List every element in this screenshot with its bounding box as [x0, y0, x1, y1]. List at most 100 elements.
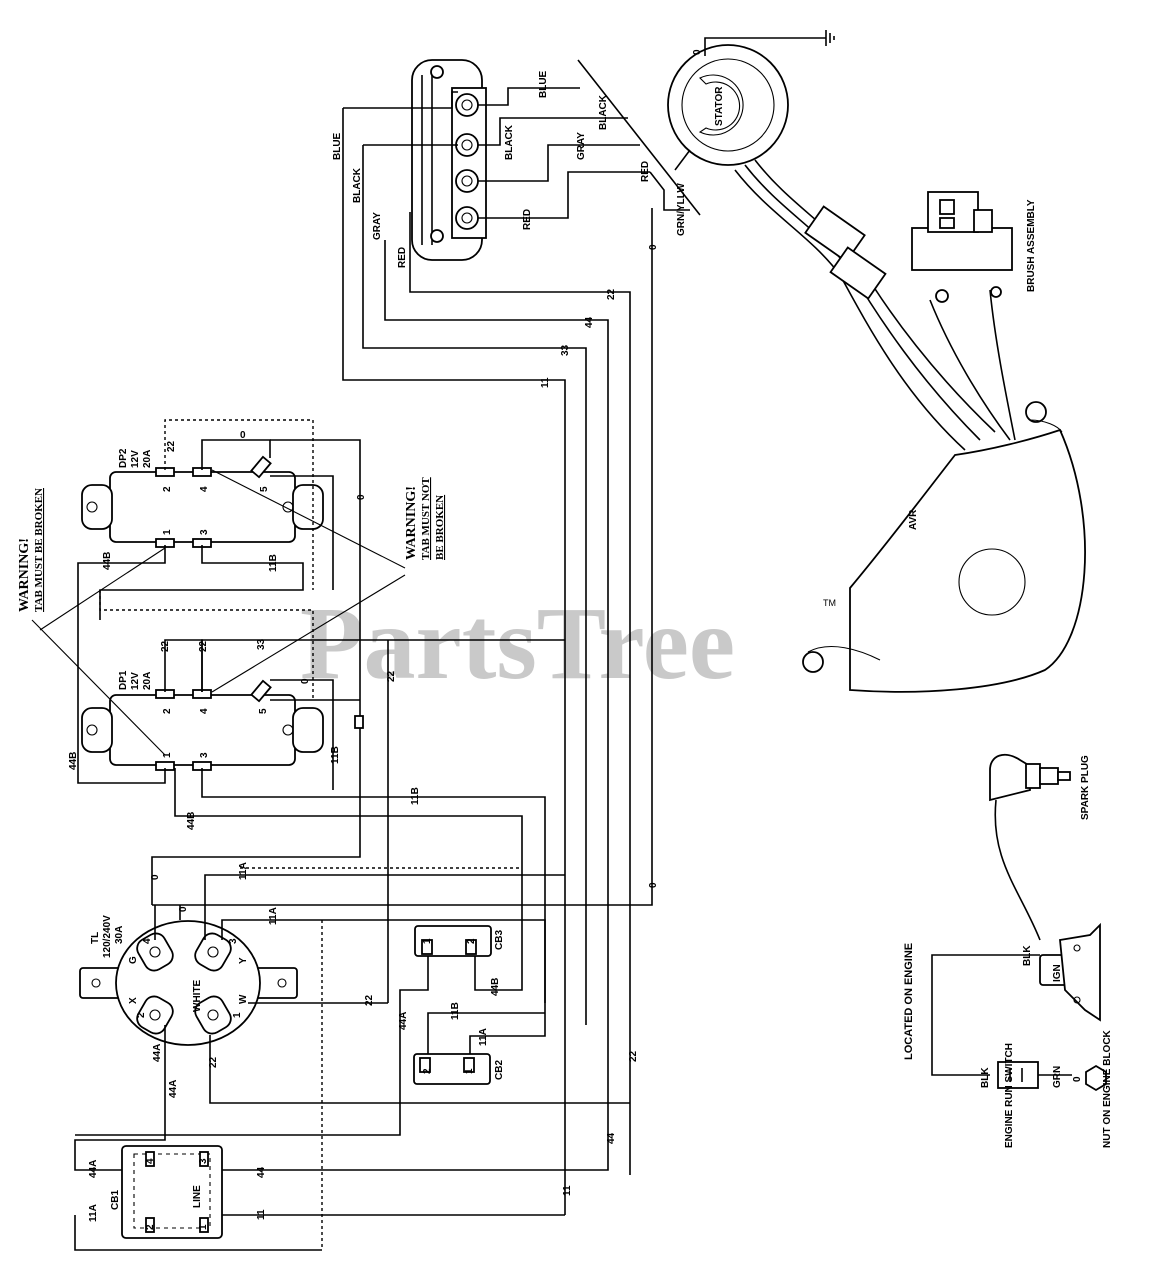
lead-grn-yllw: GRN/YLLW — [676, 183, 687, 236]
cb2-label: CB2 — [494, 1060, 505, 1080]
dp1-wire-11b-low: 11B — [410, 787, 421, 805]
watermark: PartsTree — [300, 586, 735, 701]
svg-text:TAB MUST BE BROKEN: TAB MUST BE BROKEN — [33, 488, 45, 612]
svg-text:TAB MUST NOT: TAB MUST NOT — [420, 477, 432, 560]
dp1-breaker: DP1 12V 20A 2 4 1 3 5 — [81, 670, 324, 771]
dp1-wire-22a: 22 — [160, 640, 171, 652]
tl-pin-2: 2 — [136, 1012, 147, 1018]
tl-wire-44a-b: 44A — [168, 1080, 179, 1098]
terminal-strip — [411, 59, 487, 261]
dp2-wire-11b: 11B — [268, 554, 279, 572]
ignition-section: LOCATED ON ENGINE SPARK PLUG IGN BLK BLK… — [903, 753, 1113, 1148]
lead-gray: GRAY — [576, 132, 587, 160]
cb2-pin-1: 1 — [464, 1068, 475, 1074]
tl-wire-22-low: 22 — [208, 1056, 219, 1068]
lead-black-2: BLACK — [598, 94, 609, 130]
cb1-pin-4: 4 — [145, 1158, 156, 1164]
brush-assembly-label: BRUSH ASSEMBLY — [1026, 199, 1037, 292]
tl-pin-3: 3 — [228, 938, 239, 944]
cb2-wire-11a: 11A — [478, 1028, 489, 1046]
dp2-voltage: 12V — [130, 450, 141, 468]
cb1-pin-2: 2 — [145, 1224, 156, 1230]
dp1-wire-0: 0 — [300, 678, 311, 684]
cb2: 2 1 CB2 11B 11A — [413, 1002, 546, 1085]
cb3-label: CB3 — [494, 930, 505, 950]
dp1-wire-22b: 22 — [198, 640, 209, 652]
ground-icon — [704, 30, 835, 56]
dp2-pin-3: 3 — [199, 529, 210, 535]
lead-blue: BLUE — [538, 70, 549, 98]
avr-label: AVR — [908, 509, 919, 530]
avr: AVR — [802, 401, 1086, 693]
tl-pin-y: Y — [238, 957, 249, 964]
tl-wiring: 0 0 11A 11A 22 22 44A 44A 22 — [74, 862, 639, 1251]
dp1-name: DP1 — [118, 670, 129, 690]
dp1-pin-5: 5 — [258, 708, 269, 714]
located-on-engine-label: LOCATED ON ENGINE — [903, 943, 915, 1060]
cb3-wire-44a: 44A — [398, 1012, 409, 1030]
cb3-pin-2: 2 — [466, 938, 477, 944]
tl-wire-22: 22 — [364, 994, 375, 1006]
dp2-name: DP2 — [118, 448, 129, 468]
cb1-line: LINE — [192, 1185, 203, 1208]
dp1-pin-1: 1 — [162, 752, 173, 758]
ign-blk-label: BLK — [1022, 945, 1033, 966]
wire-0-bottom: 0 — [648, 882, 659, 888]
dp1-pin-2: 2 — [162, 708, 173, 714]
wire-0-top: 0 — [648, 244, 659, 250]
cb1: 4 3 2 1 CB1 LINE 44A 11A 44 11 44 11 — [88, 1132, 617, 1239]
dp2-wire-0: 0 — [240, 430, 246, 441]
watermark-tm: TM — [823, 598, 836, 608]
tl-receptacle: TL 120/240V 30A G X Y W WHITE 4 3 2 1 — [79, 915, 298, 1046]
stator-leads: BLUE BLACK BLACK GRAY RED RED GRN/YLLW B… — [332, 59, 701, 268]
tl-wire-0: 0 — [150, 874, 161, 880]
tl-wire-44a: 44A — [152, 1044, 163, 1062]
bus-wire-22: 22 — [628, 1050, 639, 1062]
svg-text:WARNING!: WARNING! — [17, 538, 32, 612]
dp1-amps: 20A — [142, 672, 153, 690]
cb2-wire-11b: 11B — [450, 1002, 461, 1020]
cb1-wire-11: 11 — [256, 1209, 267, 1220]
stator-pin-0: 0 — [692, 49, 703, 55]
main-bus: 22 44 33 11 0 0 — [152, 108, 659, 1215]
stator-harness — [734, 159, 1016, 451]
dp2-wire-22: 22 — [166, 440, 177, 452]
brush-assembly: BRUSH ASSEMBLY — [911, 191, 1037, 303]
wire-22-top: 22 — [606, 288, 617, 300]
dp1-wire-22c: 22 — [386, 670, 397, 682]
lead-red-2: RED — [640, 161, 651, 182]
svg-text:BE BROKEN: BE BROKEN — [434, 495, 446, 560]
dp1-wire-44b: 44B — [68, 752, 79, 770]
dp1-pin-4: 4 — [199, 708, 210, 714]
tl-pin-x: X — [128, 997, 139, 1004]
cb2-pin-2: 2 — [422, 1068, 433, 1074]
dp1-voltage: 12V — [130, 672, 141, 690]
svg-text:WARNING!: WARNING! — [404, 486, 419, 560]
dp2-wire-44b: 44B — [102, 552, 113, 570]
dp2-pin-5: 5 — [259, 486, 270, 492]
cb1-wire-44: 44 — [256, 1166, 267, 1178]
tl-pin-4: 4 — [142, 938, 153, 944]
dp1-wire-33: 33 — [256, 638, 267, 650]
warning-left: WARNING! TAB MUST BE BROKEN — [17, 488, 166, 756]
lead-red: RED — [522, 209, 533, 230]
tl-wire-11a: 11A — [238, 862, 249, 880]
engine-run-switch-label: ENGINE RUN SWITCH — [1004, 1043, 1015, 1148]
dp1-wire-11b: 11B — [330, 746, 341, 764]
dp2-pin-1: 1 — [162, 529, 173, 535]
warning-right: WARNING! TAB MUST NOT BE BROKEN — [211, 469, 446, 693]
cb3: 1 2 CB3 44A 44B — [75, 925, 505, 1136]
dp2-pin-2: 2 — [162, 486, 173, 492]
switch-blk: BLK — [980, 1067, 991, 1088]
tl-white: WHITE — [192, 979, 203, 1012]
spark-plug-label: SPARK PLUG — [1080, 755, 1091, 820]
tl-name: TL — [90, 932, 101, 944]
cb1-wire-44a: 44A — [88, 1160, 99, 1178]
dp2-amps: 20A — [142, 450, 153, 468]
tl-pin-1: 1 — [232, 1012, 243, 1018]
ign-label: IGN — [1052, 964, 1063, 982]
nut-pin-0: 0 — [1072, 1076, 1083, 1082]
tl-pin-g: G — [128, 956, 139, 964]
dp1-pin-3: 3 — [199, 752, 210, 758]
